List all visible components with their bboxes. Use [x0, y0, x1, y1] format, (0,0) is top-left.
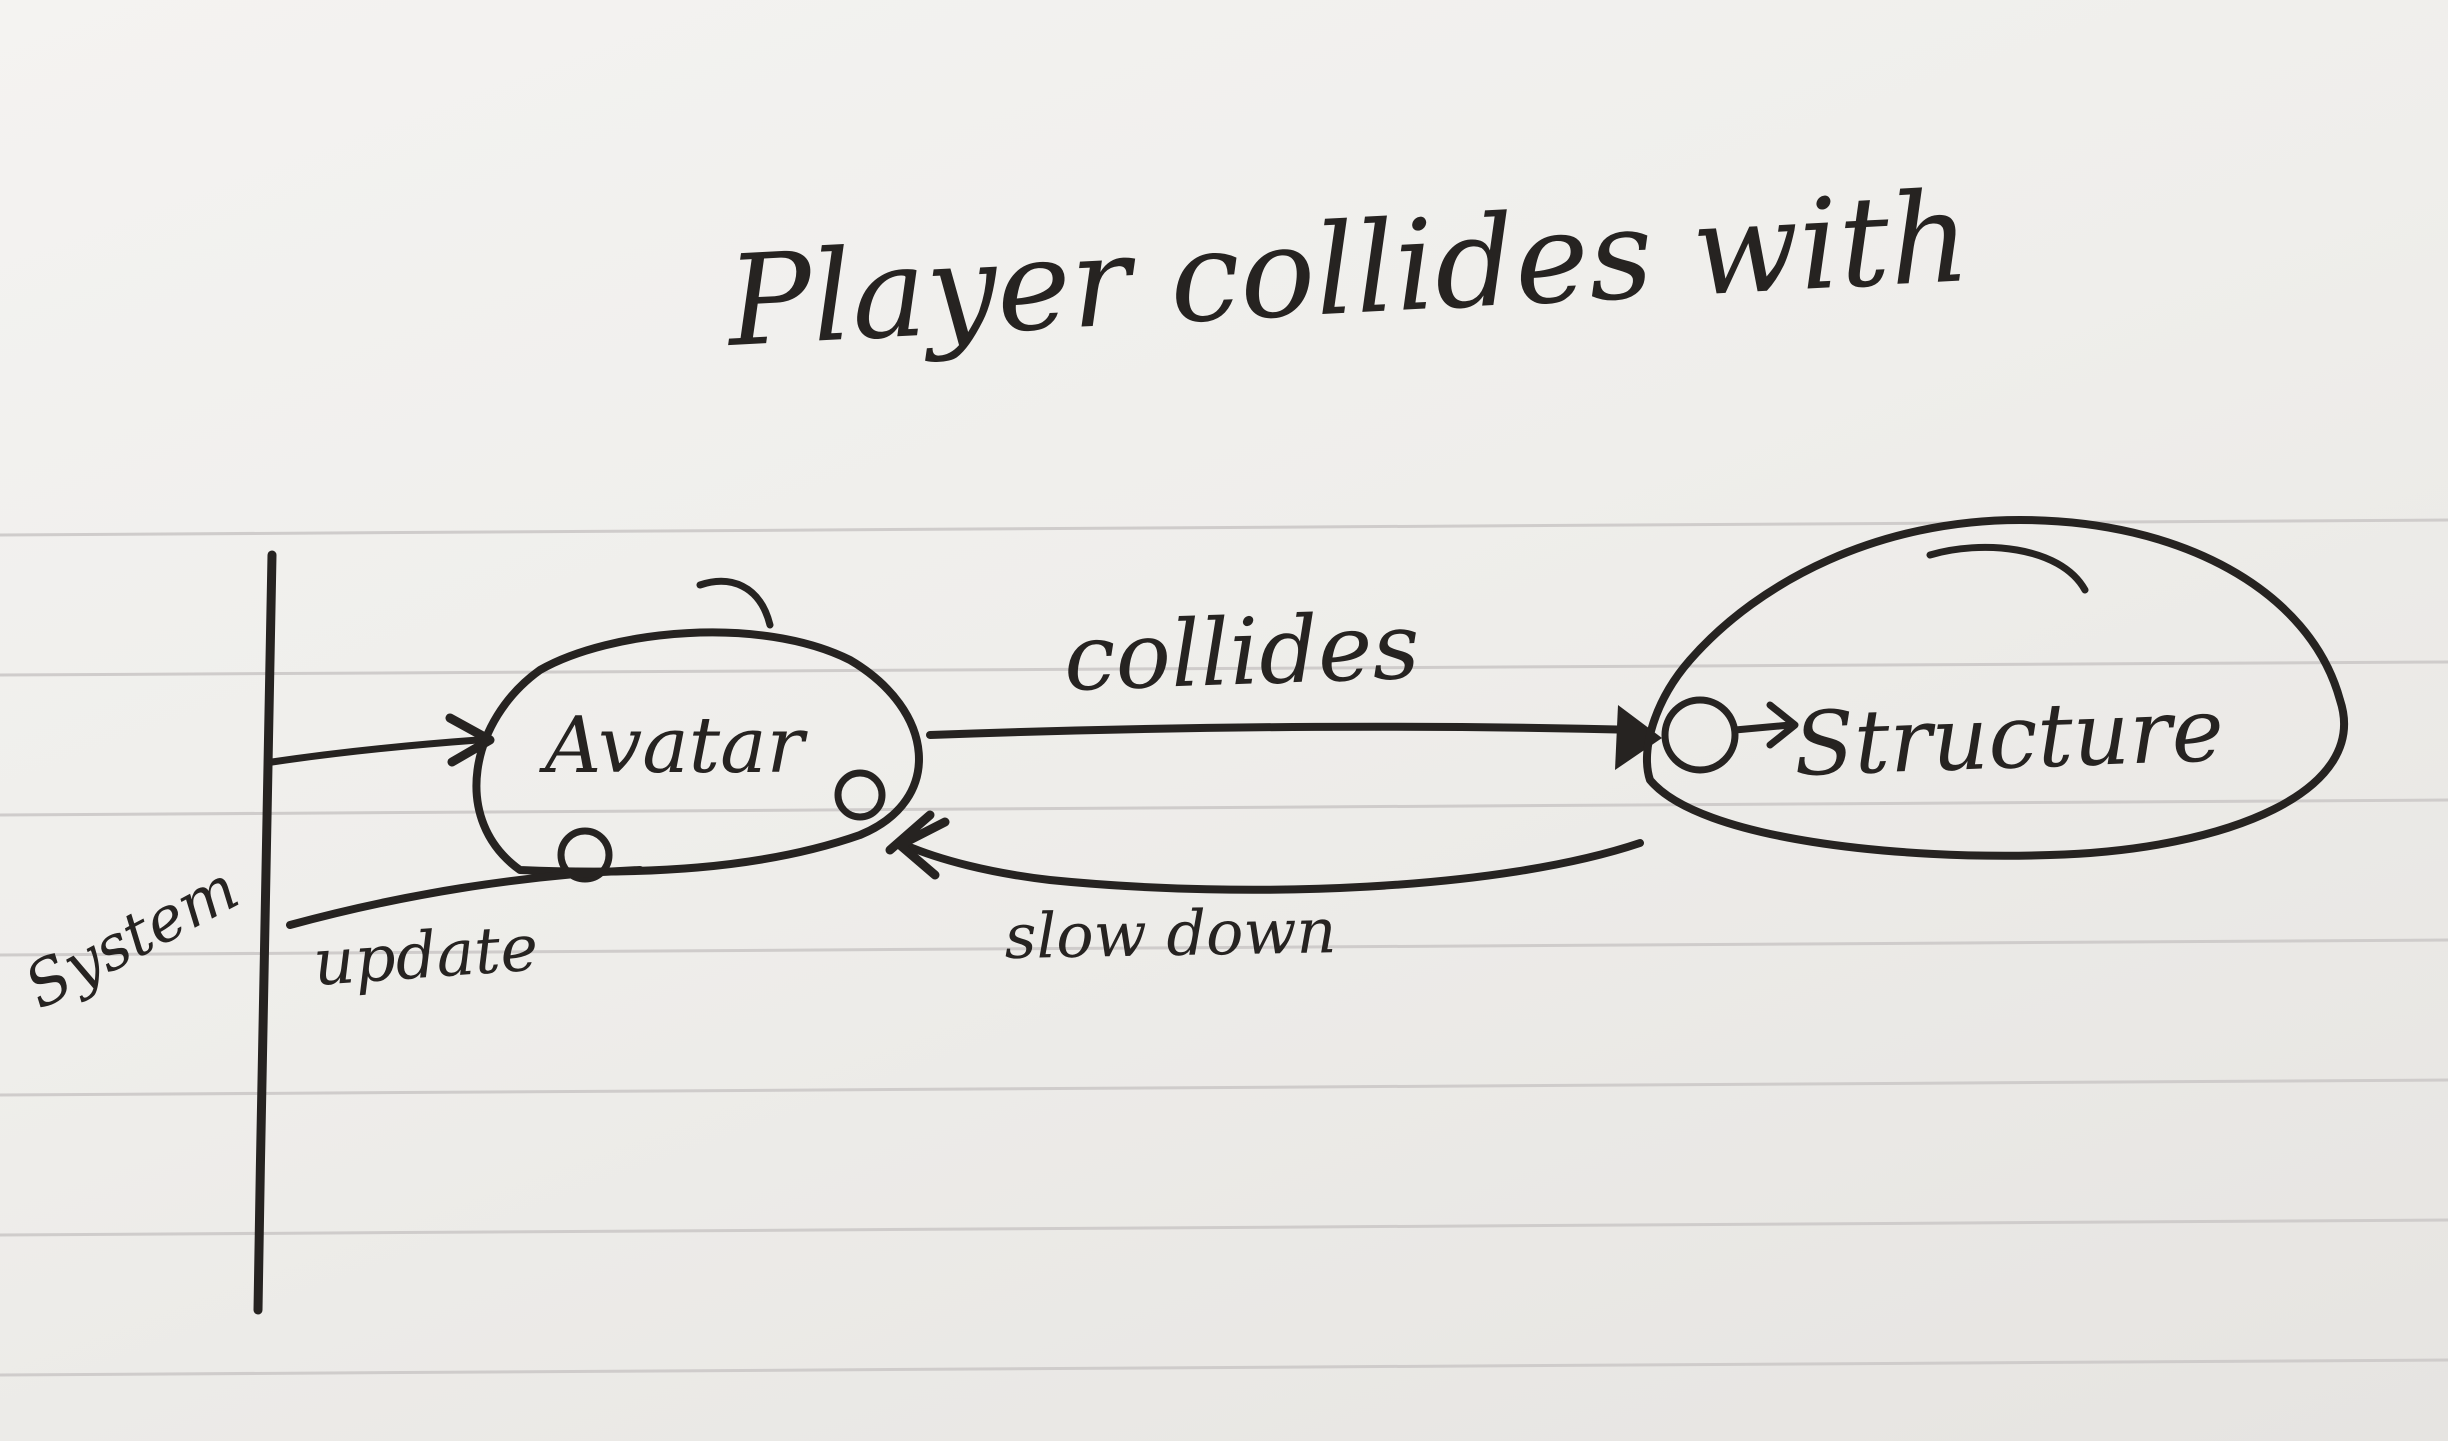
structure-port: [1661, 696, 1739, 774]
diagram-title: Player collides with: [722, 165, 1973, 375]
avatar-update-port: [557, 827, 613, 883]
update-label: update: [311, 911, 541, 1001]
avatar-label: Avatar: [539, 701, 809, 791]
structure-loop-arrow-icon: [1731, 701, 1799, 749]
collides-arrowhead-icon: [1615, 705, 1662, 770]
slow-down-label: slow down: [1004, 894, 1337, 973]
collides-label: collides: [1062, 593, 1421, 712]
update-edge: [286, 866, 644, 929]
arrowhead-icon: [445, 713, 495, 767]
avatar-collides-port: [834, 769, 886, 821]
ruled-lines: [0, 518, 2448, 1377]
system-lifeline: [253, 550, 277, 1315]
structure-self-loop: [1926, 543, 2089, 594]
slow-down-edge: [901, 839, 1644, 894]
structure-node: [1643, 516, 2349, 860]
collides-edge: [926, 722, 1644, 739]
system-to-avatar-arrow: [268, 736, 482, 766]
slow-down-arrowhead-icon: [885, 810, 950, 880]
avatar-self-loop: [696, 577, 774, 629]
structure-label: Structure: [1792, 678, 2225, 796]
avatar-node: [472, 628, 923, 876]
system-label: System: [13, 851, 250, 1023]
